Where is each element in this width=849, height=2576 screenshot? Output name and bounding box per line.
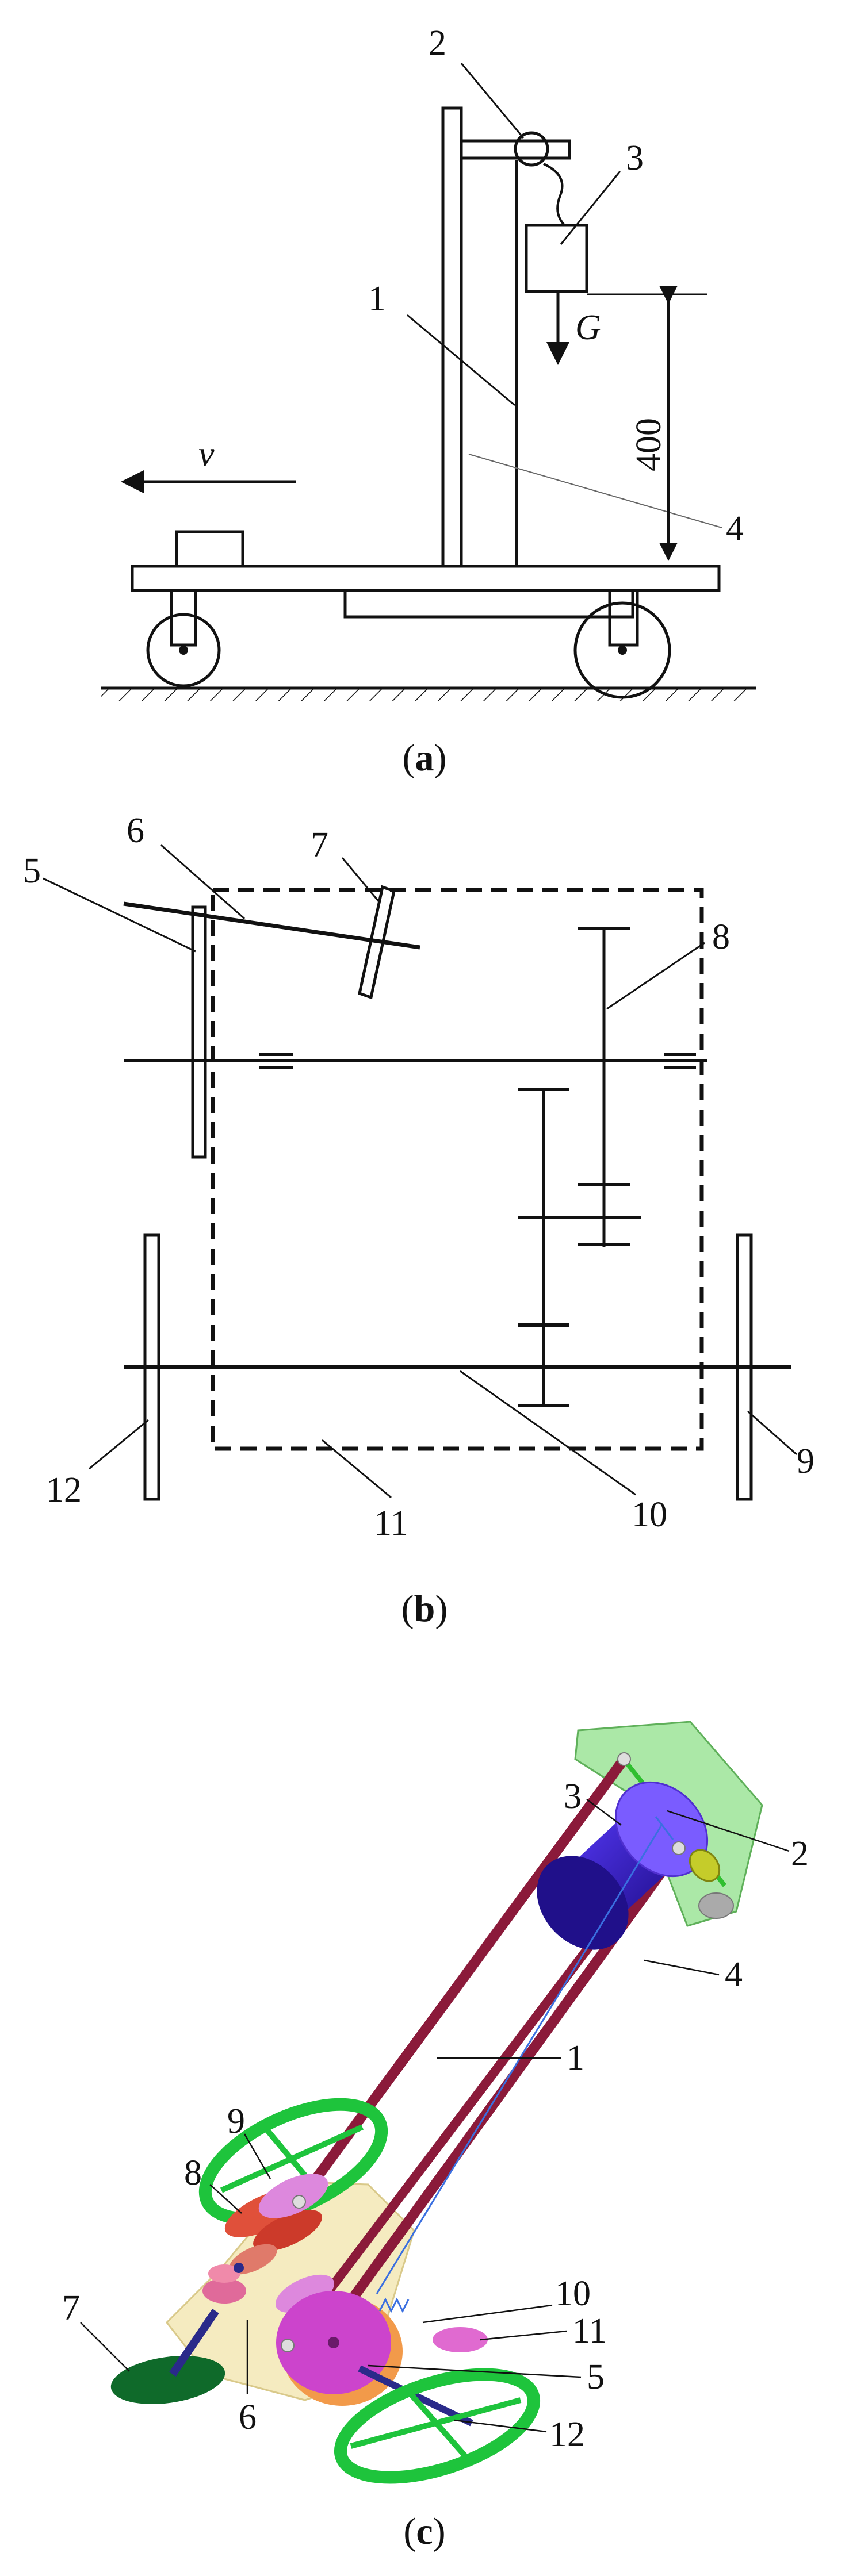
bracket-11	[433, 2327, 488, 2352]
leader-c-9	[243, 2133, 271, 2179]
cart-small-box	[175, 530, 244, 568]
callout-b-11: 11	[374, 1504, 408, 1543]
weight-symbol: G	[575, 308, 601, 347]
caption-b: (b)	[401, 1588, 448, 1630]
cart-platform	[131, 565, 721, 592]
callout-b-8: 8	[712, 917, 730, 957]
part-7	[358, 885, 396, 1000]
string-blue-2	[655, 1816, 674, 1840]
weight-block	[525, 224, 588, 293]
leader-2	[460, 63, 525, 139]
caption-c: (c)	[403, 2510, 445, 2552]
callout-c-1: 1	[567, 2038, 584, 2078]
panel-a-cart-schematic: G 400 v 1 2 3 4 (a)	[101, 24, 756, 779]
leader-c-3	[586, 1799, 622, 1826]
callout-a-3: 3	[626, 139, 644, 178]
weight-cylinder	[537, 1781, 709, 1950]
panel-c-3d-model: 3 2 4 1 9 8 7 6 10 11 5 12 (c)	[62, 1721, 809, 2552]
callout-c-7: 7	[62, 2289, 80, 2328]
leader-b-10	[460, 1370, 636, 1496]
pin-2	[672, 1841, 686, 1855]
rear-wheel	[573, 589, 671, 699]
disk-5	[191, 905, 207, 1159]
callout-c-6: 6	[239, 2398, 257, 2437]
callout-b-5: 5	[23, 851, 41, 890]
caption-a: (a)	[403, 737, 447, 779]
ground-hatching	[101, 688, 756, 701]
panel-b-transmission-schematic: 5 6 7 8 9 10 11 12 (b)	[23, 811, 814, 1630]
leader-c-2	[667, 1810, 790, 1852]
leader-3	[560, 171, 621, 245]
dimension-value: 400	[629, 418, 668, 471]
vertical-post	[441, 106, 463, 568]
top-arm	[460, 139, 571, 160]
callout-c-8: 8	[184, 2153, 202, 2193]
callout-c-11: 11	[572, 2312, 607, 2351]
leader-c-5	[368, 2364, 582, 2378]
wheel-12	[143, 1233, 160, 1501]
leader-b-9	[747, 1410, 797, 1456]
leader-1	[407, 314, 515, 406]
leader-c-10	[422, 2304, 553, 2324]
callout-a-1: 1	[368, 279, 386, 318]
callout-c-9: 9	[227, 2102, 245, 2141]
callout-b-12: 12	[46, 1471, 82, 1510]
pin-3	[281, 2339, 295, 2352]
wheel-9	[736, 1233, 753, 1501]
velocity-symbol: v	[198, 435, 215, 474]
leader-c-8	[209, 2184, 242, 2214]
leader-4	[468, 454, 722, 528]
pin-4	[292, 2195, 306, 2209]
callout-b-9: 9	[797, 1442, 814, 1481]
leader-b-5	[43, 877, 196, 953]
part-7-3d	[110, 2263, 246, 2404]
leader-c-4	[644, 1959, 720, 1976]
front-wheel	[146, 589, 221, 688]
callout-c-2: 2	[791, 1834, 809, 1874]
callout-b-10: 10	[632, 1495, 667, 1534]
gearbox-housing	[211, 888, 704, 1451]
callout-c-3: 3	[564, 1777, 582, 1816]
callout-b-7: 7	[311, 826, 328, 865]
callout-c-5: 5	[587, 2358, 605, 2397]
cart-lower-frame	[343, 589, 634, 619]
callout-a-4: 4	[726, 509, 744, 548]
pin-1	[617, 1752, 631, 1766]
leader-c-12	[454, 2419, 547, 2433]
leader-b-11	[322, 1439, 392, 1499]
leader-c-11	[480, 2330, 567, 2341]
leader-b-12	[89, 1419, 149, 1470]
pulley-2	[689, 1849, 721, 1882]
callout-b-6: 6	[127, 811, 144, 850]
hook	[543, 163, 565, 225]
top-bracket	[698, 1892, 734, 1919]
leader-b-7	[341, 857, 381, 903]
callout-a-2: 2	[429, 24, 446, 63]
leader-c-7	[80, 2322, 130, 2372]
gear-plate-upper	[258, 2174, 328, 2218]
callout-c-4: 4	[725, 1955, 743, 1994]
callout-c-12: 12	[549, 2415, 585, 2454]
gear-plate-lower	[275, 2274, 335, 2313]
wheel-12-3d	[334, 2368, 541, 2484]
spring	[378, 2297, 410, 2313]
string-blue-1	[376, 1825, 663, 2294]
pulley	[514, 131, 549, 167]
leader-b-6	[160, 844, 245, 920]
leader-b-8	[606, 942, 705, 1010]
callout-c-10: 10	[555, 2274, 591, 2313]
